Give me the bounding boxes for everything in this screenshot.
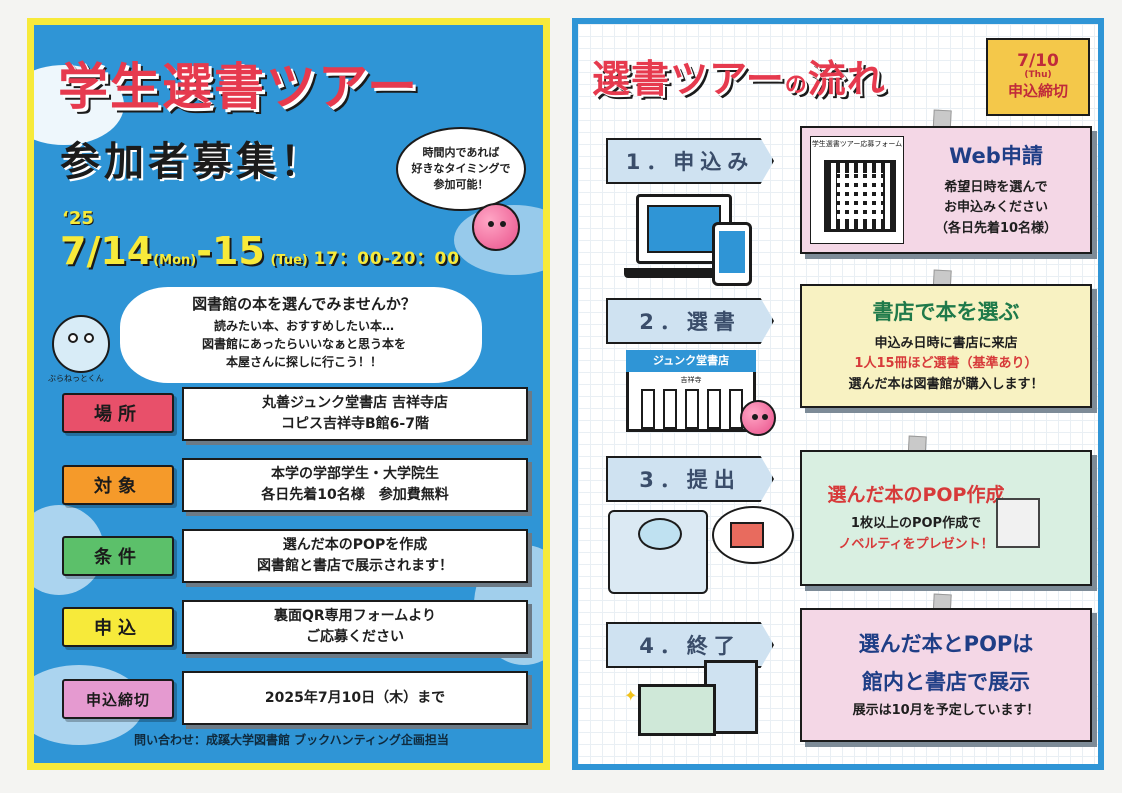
bookstore-icon: ジュンク堂書店 吉祥寺	[626, 350, 756, 432]
invite-line: 本屋さんに探しに行こう！！	[225, 355, 382, 369]
step-line: （各日先着10名様）	[934, 221, 1058, 237]
shop-sign: ジュンク堂書店	[626, 350, 756, 372]
event-dates: 7/14(Mon)-15 (Tue) 17：00-20：00	[60, 229, 460, 273]
right-poster: 選書ツアーの流れ 7/10 (Thu) 申込締切 1．申込み Web申請 希望日…	[572, 18, 1104, 770]
date-day-mon: (Mon)	[153, 253, 197, 268]
label-deadline: 申込締切	[62, 679, 174, 719]
thought-bubble-icon	[712, 506, 794, 564]
target-box: 本学の学部学生・大学院生 各日先着10名様 参加費無料	[182, 458, 528, 512]
qr-code-icon[interactable]	[824, 160, 896, 232]
flow-title-main: 選書ツアー	[592, 57, 785, 101]
step-line: 1枚以上のPOP作成で	[850, 516, 982, 532]
condition-line: 選んだ本のPOPを作成	[282, 537, 428, 553]
step-heading: 選んだ本のPOP作成	[827, 484, 1005, 506]
invite-cloud	[120, 287, 482, 383]
step-line: 1人15冊ほど選書（基準あり）	[854, 356, 1038, 372]
date-day-tue: (Tue)	[270, 253, 308, 268]
step-tab-finish: 4．終了	[606, 622, 774, 668]
deadline-date: 7/10	[1017, 51, 1059, 71]
step-line: 申込み日時に書店に来店	[874, 335, 1018, 351]
balloon-mascot-icon	[52, 315, 110, 373]
mascot-caption: ぶらねっとくん	[48, 374, 104, 383]
step-heading: 書店で本を選ぶ	[872, 300, 1020, 324]
step-line: 館内と書店で展示	[862, 669, 1030, 694]
step-box-finish: 選んだ本とPOPは 館内と書店で展示 展示は10月を予定しています！	[800, 608, 1092, 742]
pink-mascot-icon	[740, 400, 776, 436]
venue-box: 丸善ジュンク堂書店 吉祥寺店 コピス吉祥寺B館6-7階	[182, 387, 528, 441]
pop-card-icon	[638, 684, 716, 736]
condition-box: 選んだ本のPOPを作成 図書館と書店で展示されます！	[182, 529, 528, 583]
venue-line: コピス吉祥寺B館6-7階	[281, 416, 429, 432]
step-line: 希望日時を選んで	[944, 179, 1048, 195]
sparkle-icon: ✦	[624, 686, 638, 705]
label-condition: 条件	[62, 536, 174, 576]
step-box-select: 書店で本を選ぶ 申込み日時に書店に来店 1人15冊ほど選書（基準あり） 選んだ本…	[800, 284, 1092, 408]
step-line: ノベルティをプレゼント！	[838, 537, 994, 553]
step-heading: 選んだ本とPOPは	[858, 632, 1034, 656]
pink-mascot-icon	[472, 203, 520, 251]
deadline-badge: 7/10 (Thu) 申込締切	[986, 38, 1090, 116]
date-end: -15	[196, 229, 265, 273]
apply-line: ご応募ください	[306, 629, 404, 645]
laptop-base	[624, 268, 746, 278]
label-apply: 申込	[62, 607, 174, 647]
invite-line: 図書館にあったらいいなぁと思う本を	[201, 337, 406, 351]
step-line: お申込みください	[943, 200, 1048, 216]
deadline-day: (Thu)	[1024, 70, 1052, 80]
invite-line: 読みたい本、おすすめしたい本…	[213, 319, 394, 333]
bubble-line: 参加可能！	[433, 177, 489, 191]
label-venue: 場所	[62, 393, 174, 433]
step-line: 選んだ本は図書館が購入します！	[848, 377, 1044, 393]
person-icon	[608, 510, 708, 594]
smartphone-icon	[712, 222, 752, 286]
shop-sign-sub: 吉祥寺	[680, 376, 702, 384]
invite-question: 図書館の本を選んでみませんか？	[192, 295, 416, 313]
condition-line: 図書館と書店で展示されます！	[257, 558, 453, 574]
contact-info: 問い合わせ：成蹊大学図書館 ブックハンティング企画担当	[134, 733, 449, 747]
event-time: 17：00-20：00	[313, 249, 461, 269]
flow-title-no: の	[784, 73, 808, 98]
step-heading: Web申請	[949, 144, 1043, 168]
venue-line: 丸善ジュンク堂書店 吉祥寺店	[262, 395, 448, 411]
step-line: 展示は10月を予定しています！	[852, 703, 1040, 719]
bubble-line: 時間内であれば	[422, 146, 500, 160]
target-line: 本学の学部学生・大学院生	[271, 466, 439, 482]
target-line: 各日先着10名様 参加費無料	[261, 487, 449, 503]
deadline-box: 2025年7月10日（木）まで	[182, 671, 528, 725]
poster-subtitle: 参加者募集！	[60, 139, 324, 185]
step-tab-select: 2．選書	[606, 298, 774, 344]
date-start: 7/14	[60, 229, 154, 273]
flow-title-end: 流れ	[807, 57, 886, 101]
step-box-submit: 選んだ本のPOP作成 1枚以上のPOP作成で ノベルティをプレゼント！	[800, 450, 1092, 586]
bubble-line: 好きなタイミングで	[411, 162, 511, 176]
qr-caption: 学生選書ツアー応募フォーム	[811, 140, 903, 148]
deadline-label: 申込締切	[1007, 82, 1068, 100]
label-target: 対象	[62, 465, 174, 505]
apply-line: 裏面QR専用フォームより	[274, 608, 436, 624]
poster-title: 学生選書ツアー	[58, 58, 419, 116]
year-label: ‘25	[62, 208, 94, 229]
step-tab-submit: 3．提出	[606, 456, 774, 502]
deadline-line: 2025年7月10日（木）まで	[264, 689, 446, 706]
flow-title: 選書ツアーの流れ	[592, 48, 886, 103]
step-tab-apply: 1．申込み	[606, 138, 774, 184]
left-poster: 学生選書ツアー 参加者募集！ 時間内であれば 好きなタイミングで 参加可能！ ‘…	[27, 18, 550, 770]
apply-box: 裏面QR専用フォームより ご応募ください	[182, 600, 528, 654]
speech-bubble: 時間内であれば 好きなタイミングで 参加可能！	[396, 127, 526, 211]
tote-bag-icon	[996, 498, 1040, 548]
